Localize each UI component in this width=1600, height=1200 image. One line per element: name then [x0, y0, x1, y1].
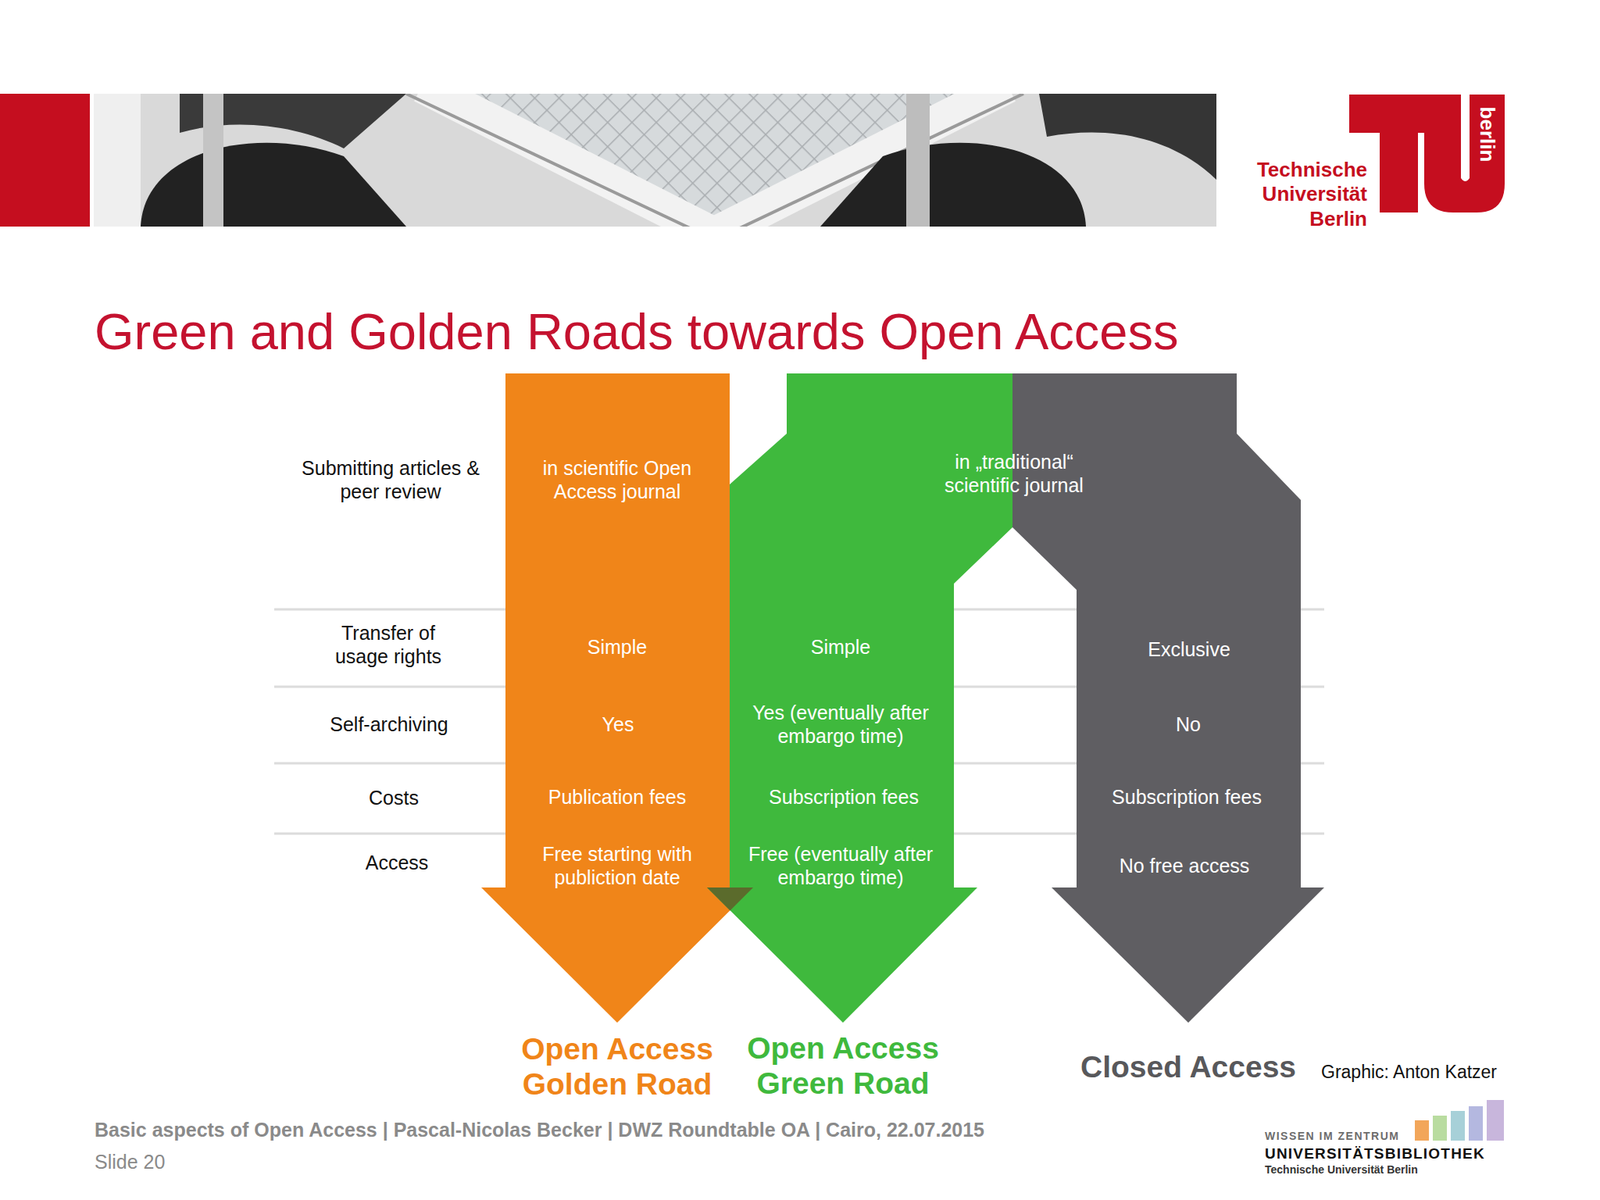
arrow-outline	[481, 373, 754, 1023]
tu-logo-slit	[1460, 94, 1470, 182]
cell-text: Free (eventually after embargo time)	[734, 842, 947, 890]
cell-text: Simple	[735, 635, 947, 659]
logo-text: berlin	[1477, 107, 1498, 163]
red-band	[0, 93, 90, 227]
cell-text: Yes (eventually after embargo time)	[734, 700, 947, 748]
cell-text: Free starting with publiction date	[511, 842, 723, 890]
column-header: in „traditional“ scientific journal	[916, 450, 1112, 497]
road-label: Open Access Golden Road	[500, 1032, 735, 1103]
logo-text: Technische Universität Berlin	[1234, 157, 1368, 232]
header-photo	[93, 93, 1217, 227]
cell-text: Yes	[512, 712, 724, 736]
cell-text: Subscription fees	[737, 785, 950, 809]
cell-text: Publication fees	[511, 785, 723, 809]
library-logo-text: UNIVERSITÄTSBIBLIOTHEK	[1264, 1146, 1486, 1161]
slide-number: Slide 20	[94, 1150, 165, 1174]
cell-text: in scientific Open Access journal	[519, 456, 715, 504]
library-logo-bars	[1414, 1100, 1504, 1141]
row-header: Self-archiving	[295, 712, 483, 736]
row-header: Transfer of usage rights	[317, 621, 459, 668]
row-header: Costs	[300, 785, 488, 810]
row-header: Submitting articles & peer review	[296, 456, 485, 504]
cell-text: No	[1082, 712, 1294, 736]
cell-text: Subscription fees	[1081, 785, 1293, 809]
footer-text: Basic aspects of Open Access | Pascal-Ni…	[94, 1117, 985, 1142]
arrow-overlap	[707, 887, 754, 911]
cell-text: No free access	[1078, 853, 1290, 878]
library-logo-text: WISSEN IM ZENTRUM	[1264, 1130, 1400, 1142]
cell-text: Exclusive	[1083, 637, 1295, 661]
library-logo-text: Technische Universität Berlin	[1264, 1164, 1418, 1175]
road-label: Closed Access	[1055, 1049, 1322, 1086]
slide-title: Green and Golden Roads towards Open Acce…	[94, 303, 1179, 362]
tu-logo	[1349, 94, 1505, 213]
credit-note: Graphic: Anton Katzer	[1321, 1061, 1497, 1084]
row-header: Access	[303, 850, 491, 875]
cell-text: Simple	[511, 635, 723, 659]
arrow-column: in scientific Open Access journalSimpleY…	[481, 373, 754, 1116]
road-label: Open Access Green Road	[725, 1031, 961, 1102]
